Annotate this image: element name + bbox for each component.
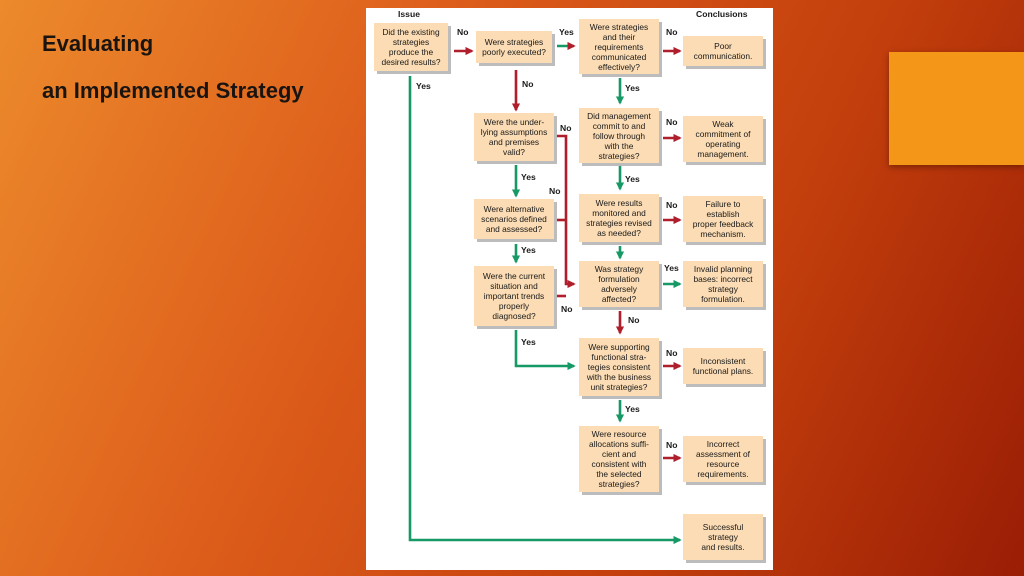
box-poorly-executed: Were strategies poorly executed? [476,31,552,63]
label-no: No [522,79,534,89]
header-conclusions: Conclusions [696,9,748,19]
label-yes: Yes [521,172,536,182]
label-yes: Yes [664,263,679,273]
label-no: No [666,117,678,127]
box-situation-diagnosed: Were the current situation and important… [474,266,554,326]
label-yes: Yes [625,404,640,414]
box-communicated: Were strategies and their requirements c… [579,19,659,74]
box-management: Did management commit to and follow thro… [579,108,659,163]
box-inconsistent-plans: Inconsistent functional plans. [683,348,763,384]
box-invalid-planning: Invalid planning bases: incorrect strate… [683,261,763,307]
arrow-assumptions-to-formulation [557,134,576,289]
label-no: No [666,440,678,450]
label-no: No [561,304,573,314]
box-feedback-mechanism: Failure to establish proper feedback mec… [683,196,763,242]
label-no: No [457,27,469,37]
connector-layer [408,41,682,545]
flowchart-panel: Issue Conclusions Did the existing strat… [366,8,773,570]
label-yes: Yes [521,337,536,347]
label-no: No [666,27,678,37]
label-no: No [666,200,678,210]
header-issue: Issue [398,9,420,19]
box-results-monitored: Were results monitored and strategies re… [579,194,659,242]
label-yes: Yes [559,27,574,37]
box-incorrect-assessment: Incorrect assessment of resource require… [683,436,763,482]
slide-title-line2: an Implemented Strategy [42,78,304,103]
box-resource-allocations: Were resource allocations suffi- cient a… [579,426,659,492]
box-poor-communication: Poor communication. [683,36,763,66]
box-existing-results: Did the existing strategies produce the … [374,23,448,71]
label-no: No [628,315,640,325]
box-successful-strategy: Successful strategy and results. [683,514,763,560]
label-no: No [666,348,678,358]
arrow-existing-to-successful [408,76,682,545]
box-weak-commitment: Weak commitment of operating management. [683,116,763,162]
label-no: No [549,186,561,196]
box-alternative-scenarios: Were alternative scenarios defined and a… [474,199,554,239]
label-no: No [560,123,572,133]
label-yes: Yes [416,81,431,91]
box-assumptions: Were the under- lying assumptions and pr… [474,113,554,161]
slide-title-line1: Evaluating [42,31,154,56]
arrow-situation-to-functional [514,330,576,371]
box-formulation-affected: Was strategy formulation adversely affec… [579,261,659,307]
box-functional-strategies: Were supporting functional stra- tegies … [579,338,659,396]
label-yes: Yes [625,174,640,184]
accent-square [889,52,1024,165]
label-yes: Yes [625,83,640,93]
label-yes: Yes [521,245,536,255]
